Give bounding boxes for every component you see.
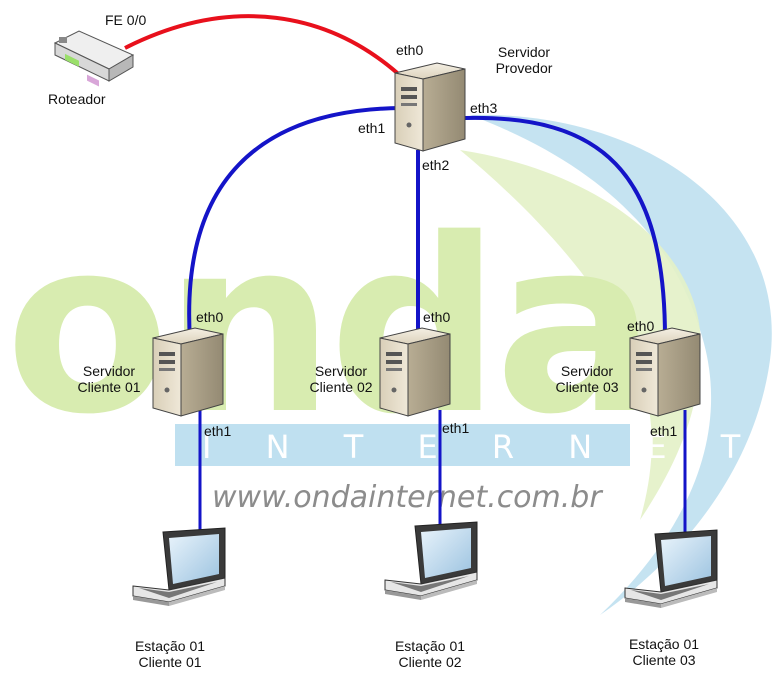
station02-laptop-icon xyxy=(384,521,478,601)
provider-label: Servidor Provedor xyxy=(484,44,564,76)
client02-label-line2: Cliente 02 xyxy=(309,379,373,395)
client03-label-line1: Servidor xyxy=(560,363,614,379)
station01-label-line1: Estação 01 xyxy=(134,638,206,654)
client01-label: Servidor Cliente 01 xyxy=(68,363,150,395)
station01-laptop-icon xyxy=(132,527,226,607)
client03-label-line2: Cliente 03 xyxy=(555,379,619,395)
client01-label-line1: Servidor xyxy=(82,363,136,379)
provider-label-line2: Provedor xyxy=(495,60,553,76)
client03-label: Servidor Cliente 03 xyxy=(546,363,628,395)
router-icon xyxy=(53,30,135,87)
link-provider-client03 xyxy=(464,115,667,339)
station03-label: Estação 01 Cliente 03 xyxy=(614,636,714,668)
provider-port-eth0: eth0 xyxy=(396,42,424,58)
station02-label-line2: Cliente 02 xyxy=(398,654,462,670)
client03-port-down: eth1 xyxy=(650,423,678,439)
client03-server-icon xyxy=(629,327,701,417)
watermark-swoosh xyxy=(470,114,772,615)
watermark-url: www.ondainternet.com.br xyxy=(212,480,603,515)
station03-laptop-icon xyxy=(624,529,718,609)
client02-port-up: eth0 xyxy=(423,309,451,325)
station03-label-line2: Cliente 03 xyxy=(632,652,696,668)
router-label: Roteador xyxy=(48,91,106,107)
client01-port-up: eth0 xyxy=(196,309,224,325)
client02-server-icon xyxy=(379,327,451,417)
provider-label-line1: Servidor xyxy=(497,44,551,60)
router-port-label: FE 0/0 xyxy=(105,12,147,28)
provider-port-eth3: eth3 xyxy=(470,100,498,116)
station01-label-line2: Cliente 01 xyxy=(138,654,202,670)
client02-label-line1: Servidor xyxy=(314,363,368,379)
provider-server-icon xyxy=(394,62,466,152)
wan-link xyxy=(124,14,407,82)
provider-port-eth1: eth1 xyxy=(358,120,386,136)
station02-label: Estação 01 Cliente 02 xyxy=(380,638,480,670)
station01-label: Estação 01 Cliente 01 xyxy=(120,638,220,670)
client01-label-line2: Cliente 01 xyxy=(77,379,141,395)
client02-port-down: eth1 xyxy=(442,420,470,436)
watermark-swoosh-green xyxy=(460,150,701,520)
client01-port-down: eth1 xyxy=(204,423,232,439)
station03-label-line1: Estação 01 xyxy=(628,636,700,652)
watermark-logo-sub: I N T E R N E T xyxy=(202,428,762,466)
client02-label: Servidor Cliente 02 xyxy=(300,363,382,395)
link-provider-client01 xyxy=(187,106,401,341)
station02-label-line1: Estação 01 xyxy=(394,638,466,654)
watermark-logo-word: onda xyxy=(5,187,651,467)
provider-port-eth2: eth2 xyxy=(422,157,450,173)
watermark-band xyxy=(175,424,630,466)
client01-server-icon xyxy=(152,327,224,417)
client03-port-up: eth0 xyxy=(627,318,655,334)
